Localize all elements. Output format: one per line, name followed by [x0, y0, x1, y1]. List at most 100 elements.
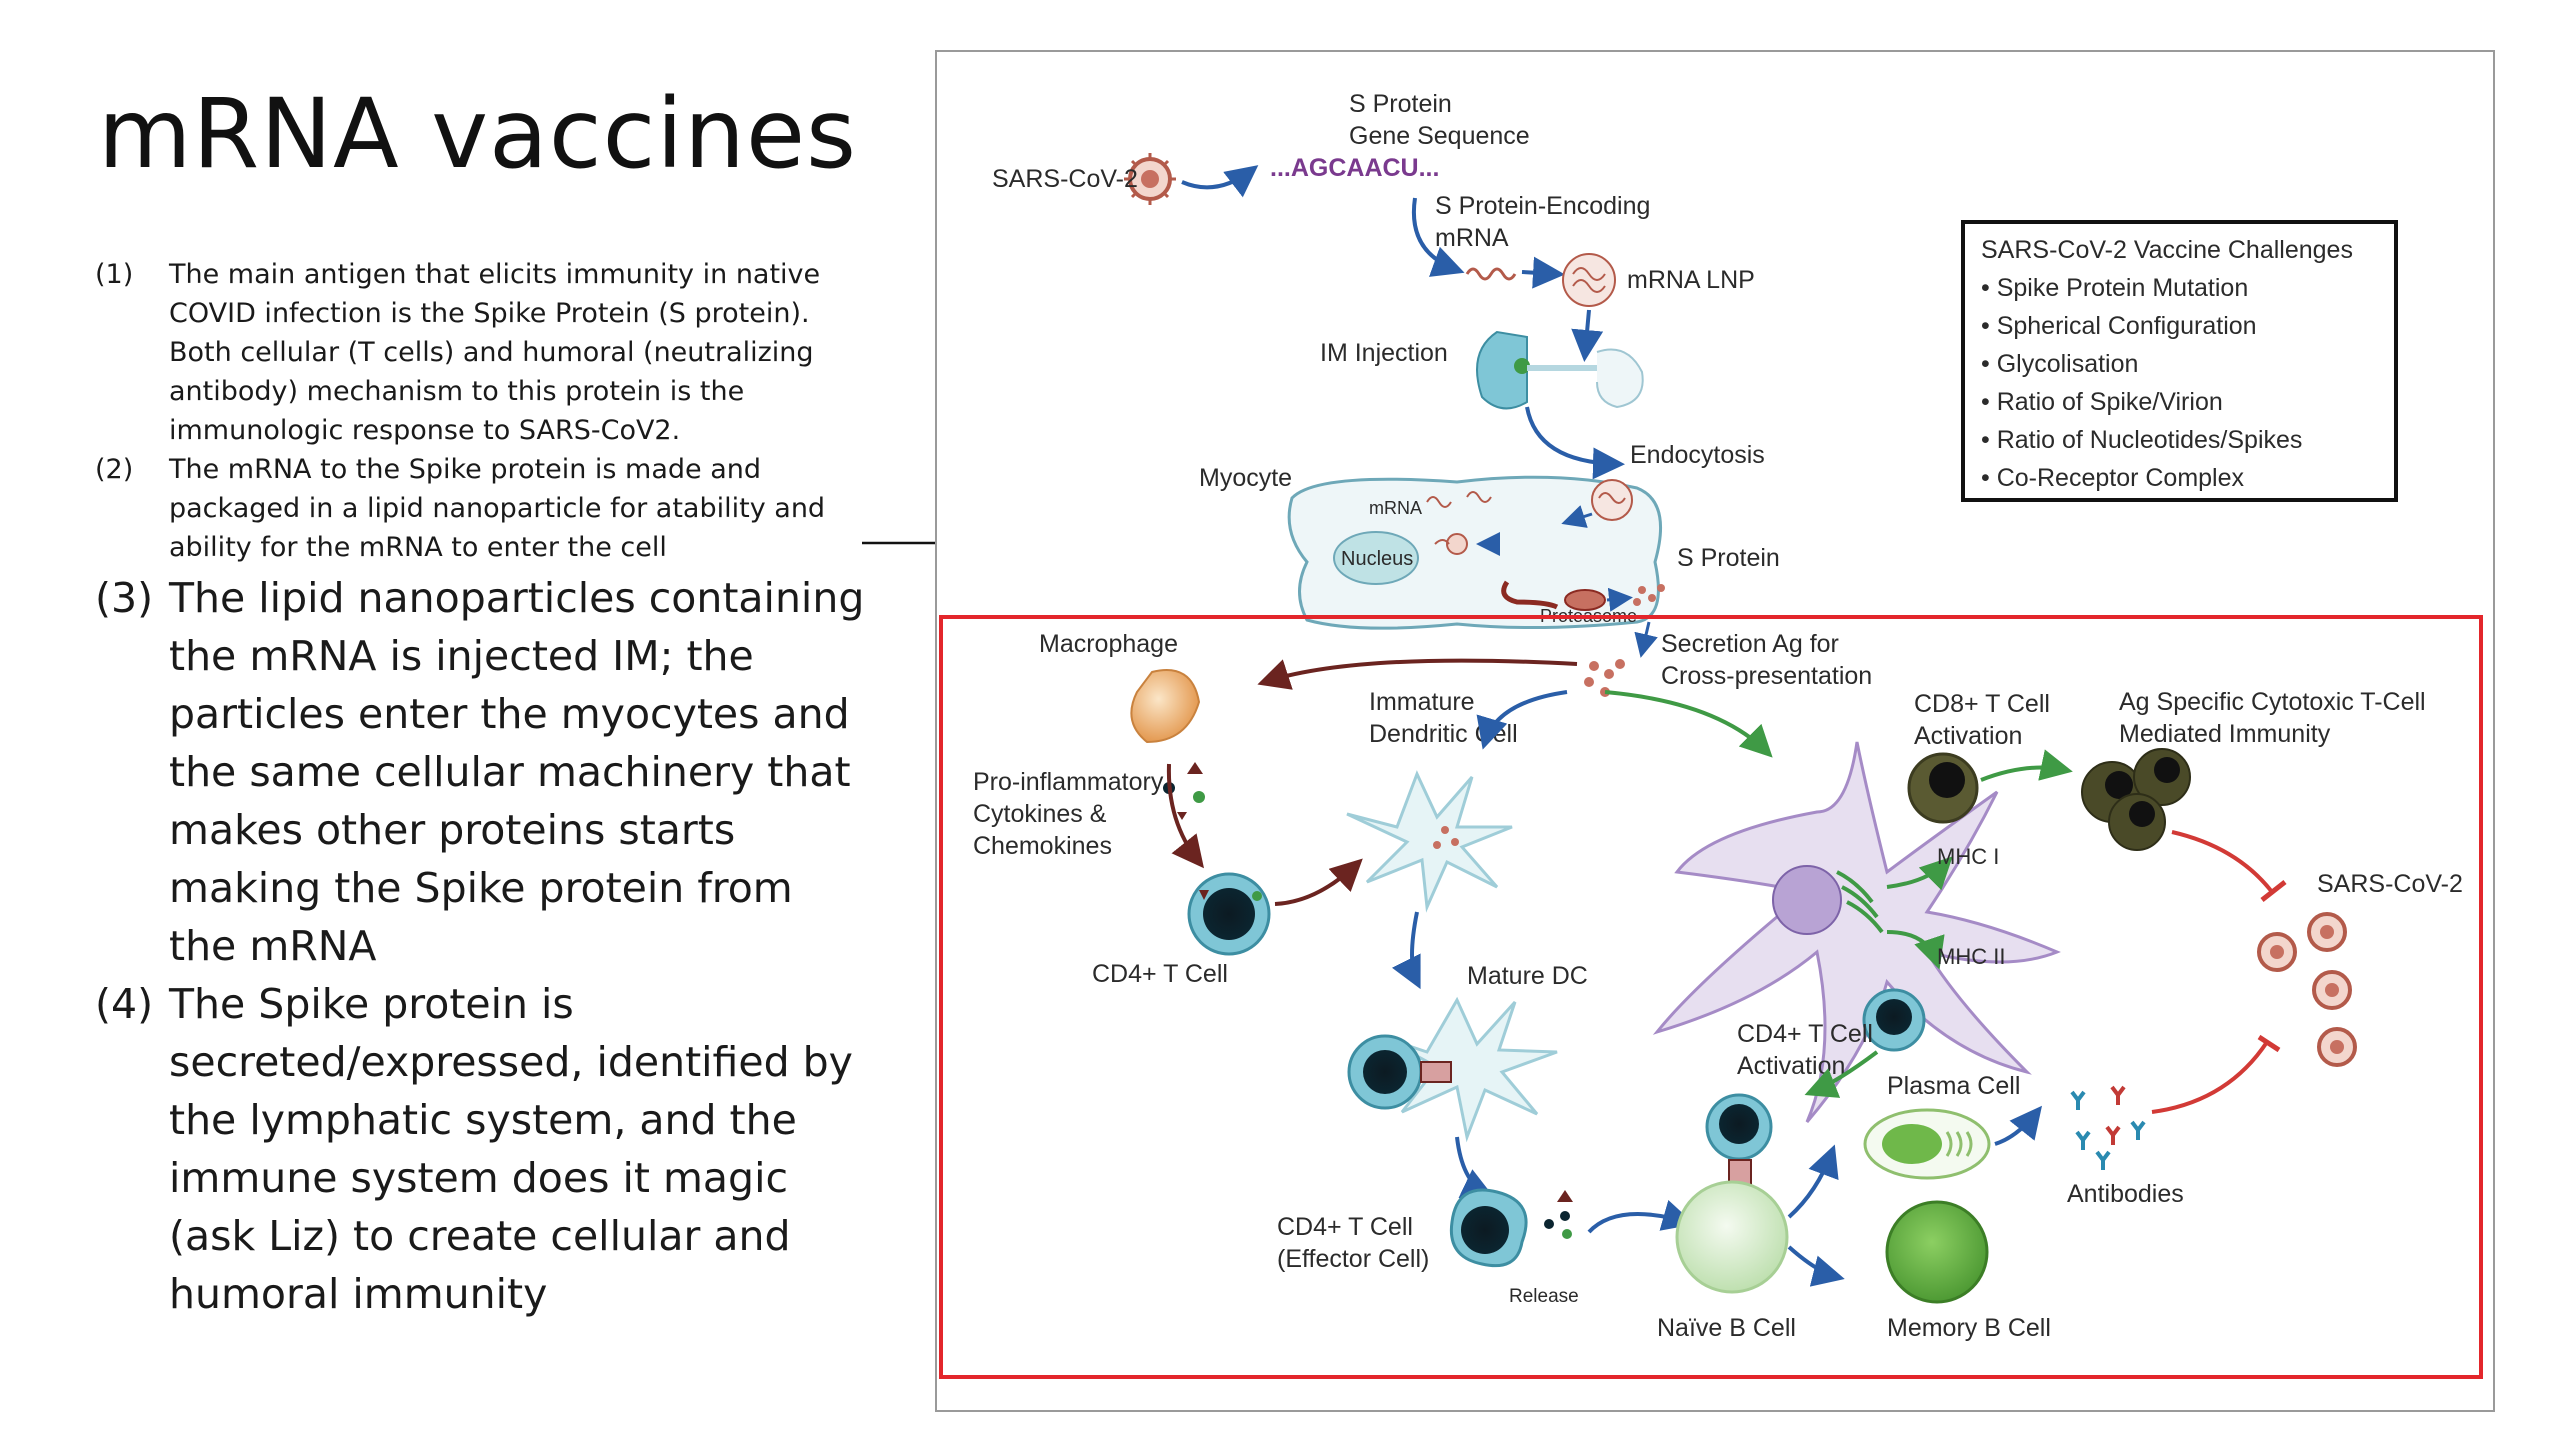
flow-arrow: [1455, 1136, 1495, 1199]
note-item: (4) The Spike protein is secreted/expres…: [95, 975, 865, 1323]
mature-dc-label: Mature DC: [1467, 962, 1588, 990]
cd8-activation-label-2: Activation: [1914, 722, 2022, 750]
cd4-t-cell: [1862, 988, 1926, 1052]
flow-arrow: [1886, 930, 1945, 970]
challenge-item: • Co-Receptor Complex: [1981, 464, 2245, 492]
naive-b-cell: [1675, 1180, 1789, 1294]
notes-list: (1) The main antigen that elicits immuni…: [95, 255, 865, 1323]
note-text: The Spike protein is secreted/expressed,…: [169, 980, 853, 1318]
lnp-label: mRNA LNP: [1627, 266, 1755, 294]
inhibition-bar: [2257, 1034, 2281, 1053]
sequence-text: ...AGCAACU...: [1270, 154, 1439, 182]
immature-dc-label-1: Immature: [1369, 688, 1475, 716]
cd4-effector-cell: [1449, 1188, 1528, 1268]
protein-chain-icon: [1501, 580, 1559, 610]
note-text: The mRNA to the Spike protein is made an…: [169, 454, 826, 563]
note-number: (1): [95, 259, 134, 290]
note-text: The main antigen that elicits immunity i…: [169, 259, 821, 446]
macrophage-cell: [1130, 669, 1201, 744]
flow-arrow: [1787, 1144, 1839, 1219]
s-protein-label: S Protein: [1677, 544, 1780, 572]
nucleus-shape: [1333, 531, 1419, 585]
flow-arrow: [1561, 505, 1593, 528]
flow-arrow: [1804, 1050, 1879, 1098]
note-item: (3) The lipid nanoparticles containing t…: [95, 569, 865, 975]
memory-b-label: Memory B Cell: [1887, 1314, 2051, 1342]
cytokines-label-1: Pro-inflammatory: [973, 768, 1164, 796]
flow-arrow: [1571, 309, 1604, 362]
memory-b-cell: [1885, 1200, 1989, 1304]
ag-specific-label-1: Ag Specific Cytotoxic T-Cell: [2119, 688, 2426, 716]
note-text: The lipid nanoparticles containing the m…: [169, 574, 865, 970]
mechanism-diagram: SARS-CoV-2 S Protein Gene Sequence ...AG…: [939, 90, 2483, 1379]
myocyte-label: Myocyte: [1199, 464, 1292, 492]
flow-arrow: [1587, 1200, 1695, 1234]
mrna-strand-icon: [1465, 267, 1517, 281]
im-injection-label: IM Injection: [1320, 339, 1448, 367]
antigen-cluster-icon: [1584, 659, 1625, 697]
cytotoxic-t-cells: [2081, 748, 2191, 851]
flow-arrow: [1476, 690, 1568, 750]
challenges-title: SARS-CoV-2 Vaccine Challenges: [1981, 236, 2353, 264]
ag-specific-label-2: Mediated Immunity: [2119, 720, 2331, 748]
note-item: (2) The mRNA to the Spike protein is mad…: [95, 450, 865, 567]
injection-icon: [1476, 330, 1644, 410]
receptor-icon: [1420, 1061, 1452, 1083]
cd4-effector-label-1: CD4+ T Cell: [1277, 1213, 1413, 1241]
slide-title: mRNA vaccines: [98, 78, 858, 190]
vaccine-mechanism-figure: SARS-CoV-2 S Protein Gene Sequence ...AG…: [935, 50, 2495, 1412]
flow-arrow: [1634, 621, 1658, 658]
cytokines-label-3: Chemokines: [973, 832, 1112, 860]
flow-arrow: [1166, 763, 1204, 869]
proteasome-icon: [1564, 589, 1606, 611]
cd4-t-cell: [1347, 1034, 1423, 1110]
virus-icon: [2257, 912, 2357, 1067]
flow-arrow: [1181, 165, 1259, 198]
cd4-t-cell: [1705, 1093, 1773, 1161]
s-protein-particles-icon: [1633, 584, 1665, 606]
challenges-box: [1961, 220, 2398, 502]
mhc2-label: MHC II: [1937, 944, 2005, 969]
immature-dendritic-cell: [1346, 770, 1513, 913]
antibodies-icon: [2070, 1085, 2146, 1170]
apc-nucleus: [1772, 865, 1842, 935]
flow-arrow: [1886, 856, 1953, 891]
antigen-presenting-cell: [1652, 741, 2061, 1123]
plasma-cell-label: Plasma Cell: [1887, 1072, 2020, 1100]
flow-arrow: [1274, 858, 1363, 906]
naive-b-label: Naïve B Cell: [1657, 1314, 1796, 1342]
cytokine-icon: [1544, 1190, 1573, 1239]
challenge-item: • Glycolisation: [1981, 350, 2138, 378]
cd4-t-cell: [1187, 872, 1271, 956]
mrna-label: mRNA: [1369, 498, 1422, 518]
mhc1-label: MHC I: [1937, 844, 1999, 869]
virus-right-label: SARS-CoV-2: [2317, 870, 2463, 898]
cd4-effector-label-2: (Effector Cell): [1277, 1245, 1429, 1273]
nucleus-label: Nucleus: [1341, 548, 1413, 570]
challenge-item: • Ratio of Nucleotides/Spikes: [1981, 426, 2302, 454]
flow-arrow: [1391, 911, 1421, 990]
flow-arrow: [1411, 197, 1465, 277]
secretion-label-1: Secretion Ag for: [1661, 630, 1839, 658]
cd8-t-cell: [1907, 752, 1979, 824]
inhibition-line: [2151, 1040, 2269, 1114]
macrophage-label: Macrophage: [1039, 630, 1178, 658]
flow-arrow: [1787, 1245, 1845, 1287]
encoding-label-1: S Protein-Encoding: [1435, 192, 1650, 220]
cd4-activation-label-1: CD4+ T Cell: [1737, 1020, 1873, 1048]
cd4-activation-label-2: Activation: [1737, 1052, 1845, 1080]
mrna-strand-icon: [1426, 491, 1492, 508]
lipid-nanoparticle-icon: [1562, 253, 1616, 307]
virus-label: SARS-CoV-2: [992, 165, 1138, 193]
gene-label-1: S Protein: [1349, 90, 1452, 118]
plasma-cell: [1863, 1108, 1991, 1180]
cd4-t-cell-label: CD4+ T Cell: [1092, 960, 1228, 988]
virus-icon: [1124, 153, 1176, 205]
secretion-label-2: Cross-presentation: [1661, 662, 1872, 690]
flow-arrow: [1980, 749, 2073, 782]
challenge-item: • Spike Protein Mutation: [1981, 274, 2248, 302]
challenge-item: • Ratio of Spike/Virion: [1981, 388, 2223, 416]
release-label: Release: [1509, 1286, 1579, 1307]
note-number: (4): [95, 980, 154, 1028]
flow-arrow: [1994, 1105, 2042, 1146]
